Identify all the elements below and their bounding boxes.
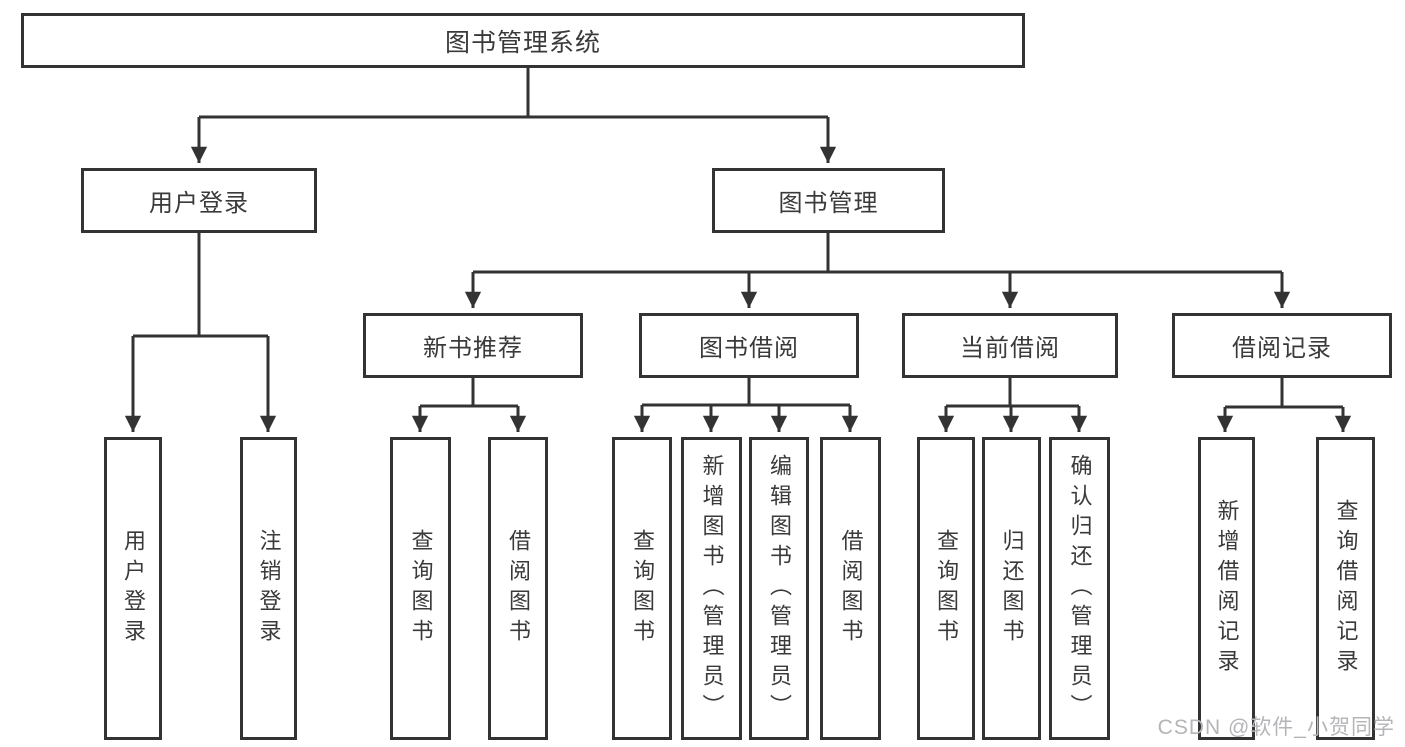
node-label: 用户登录: [149, 190, 249, 217]
leaf-query-borrow-record: 查询借阅记录: [1316, 437, 1375, 740]
node-label: 图书管理: [778, 190, 879, 217]
node-label: 当前借阅: [960, 335, 1060, 362]
leaf-borrow-books-2: 借阅图书: [820, 437, 881, 740]
leaf-label: 注销登录: [256, 528, 282, 649]
leaf-edit-books-admin: 编辑图书（管理员）: [749, 437, 809, 740]
node-new-book-recommendation: 新书推荐: [363, 313, 583, 378]
leaf-label: 确认归还（管理员）: [1067, 453, 1093, 724]
leaf-add-borrow-record: 新增借阅记录: [1198, 437, 1255, 740]
leaf-label: 查询图书: [934, 528, 959, 649]
node-borrowing-records: 借阅记录: [1172, 313, 1392, 378]
node-book-management-module: 图书管理: [712, 168, 945, 233]
leaf-confirm-return-admin: 确认归还（管理员）: [1049, 437, 1110, 740]
leaf-label: 新增图书（管理员）: [699, 453, 725, 724]
leaf-query-books-3: 查询图书: [917, 437, 975, 740]
node-label: 图书管理系统: [444, 28, 601, 57]
csdn-watermark: CSDN @软件_小贺同学: [1157, 716, 1395, 739]
leaf-label: 编辑图书（管理员）: [767, 453, 792, 724]
leaf-borrow-books-1: 借阅图书: [488, 437, 548, 740]
leaf-label: 查询借阅记录: [1333, 498, 1359, 679]
leaf-add-books-admin: 新增图书（管理员）: [681, 437, 742, 740]
leaf-label: 查询图书: [408, 528, 434, 649]
node-label: 图书借阅: [699, 335, 799, 362]
node-current-borrowing: 当前借阅: [902, 313, 1118, 378]
leaf-label: 借阅图书: [506, 528, 531, 649]
node-root-library-system: 图书管理系统: [21, 13, 1025, 68]
leaf-user-login: 用户登录: [104, 437, 162, 740]
leaf-query-books-1: 查询图书: [390, 437, 451, 740]
leaf-label: 新增借阅记录: [1214, 498, 1240, 679]
leaf-label: 归还图书: [999, 528, 1025, 649]
leaf-label: 用户登录: [121, 528, 146, 649]
leaf-label: 查询图书: [630, 528, 655, 649]
leaf-return-books: 归还图书: [982, 437, 1041, 740]
leaf-query-books-2: 查询图书: [612, 437, 672, 740]
leaf-label: 借阅图书: [838, 528, 864, 649]
node-label: 借阅记录: [1232, 335, 1332, 362]
node-book-borrowing: 图书借阅: [639, 313, 859, 378]
leaf-logout: 注销登录: [240, 437, 297, 740]
node-label: 新书推荐: [423, 335, 523, 362]
node-user-login-module: 用户登录: [81, 168, 317, 233]
